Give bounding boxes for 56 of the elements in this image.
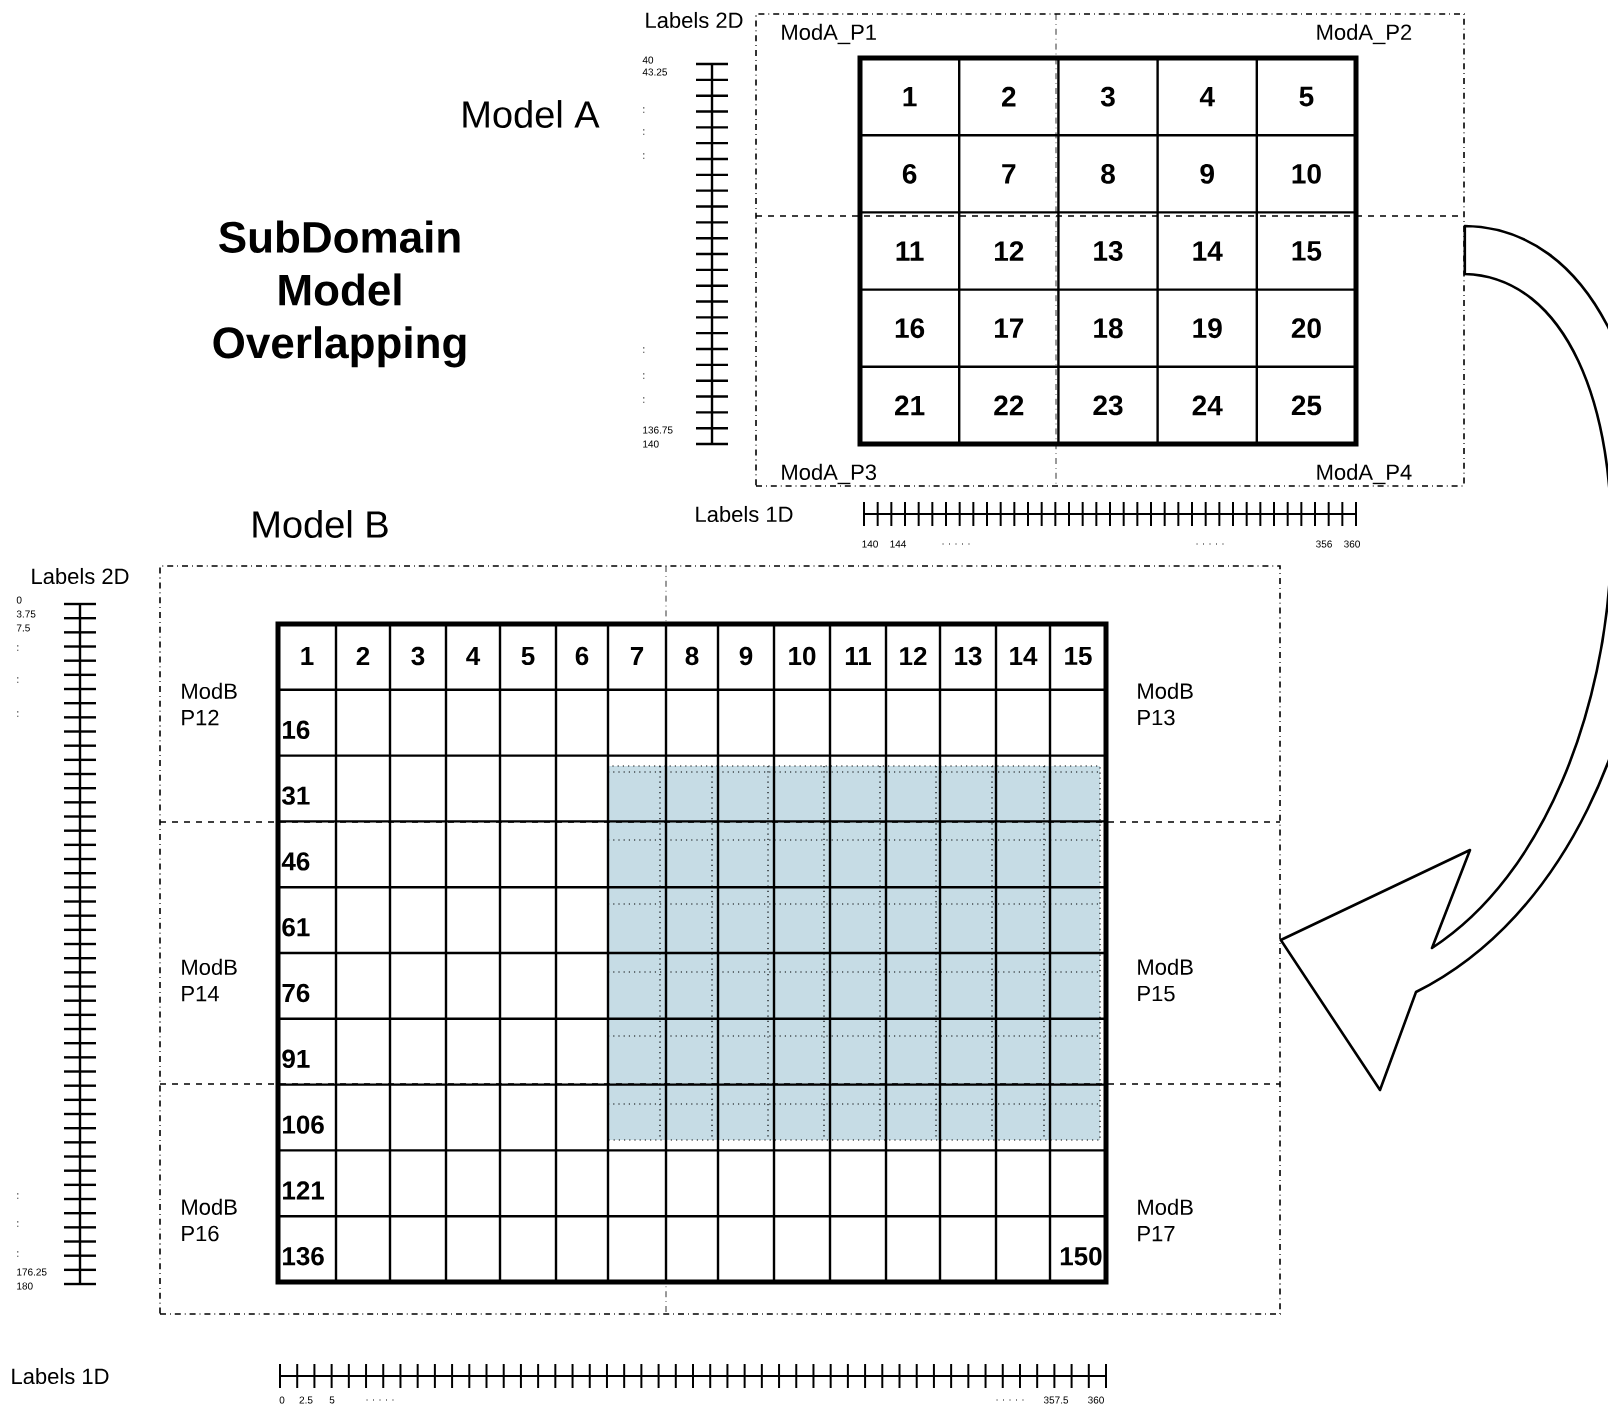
cell-number: 15 [1292,241,1322,261]
cell-number: 8 [685,646,699,666]
cell-number: 6 [575,646,589,666]
cell-number: 9 [739,646,753,666]
cell-number: 4 [466,647,481,665]
cell-number: 10 [789,646,816,666]
cell-number: 23 [1093,395,1123,416]
cell-number: 106 [283,1115,324,1134]
cell-number: 14 [1010,647,1038,665]
cell-number: 18 [1094,318,1123,339]
cell-number: 2 [1002,86,1016,107]
cell-number: 46 [281,852,310,871]
cell-number: 76 [282,983,310,1003]
cell-number: 16 [895,318,925,339]
cell-number: 7 [630,647,644,665]
title: SubDomain Model Overlapping [213,220,466,368]
model-title: Model A [463,100,600,128]
cell-number: 9 [1200,163,1214,184]
cell-number: 91 [282,1049,310,1068]
cell-number: 1 [301,647,314,665]
cell-number: 15 [1065,646,1092,666]
cell-number: 11 [896,241,924,261]
cell-number: 12 [900,646,927,666]
cell-number: 14 [1193,241,1223,261]
axis-label: Labels 2D [32,567,129,585]
cell-number: 6 [902,163,917,184]
axis-label: Labels 1D [12,1367,109,1385]
cell-number: 13 [955,646,982,666]
cell-number: 16 [283,720,310,739]
cell-number: 19 [1193,318,1222,339]
cell-number: 5 [1299,86,1314,107]
cell-number: 10 [1292,163,1321,184]
cell-number: 20 [1291,318,1321,339]
cell-number: 3 [411,646,425,666]
cell-number: 121 [283,1181,325,1200]
cell-number: 4 [1199,87,1215,107]
cell-number: 136 [283,1247,324,1266]
cell-number: 61 [282,918,310,937]
axis-label: Labels 1D [696,505,793,523]
cell-number: 17 [995,318,1024,338]
cell-number: 1 [903,87,917,107]
cell-number: 24 [1192,395,1223,416]
cell-number: 8 [1101,163,1115,184]
curved-arrow [1279,224,1608,1092]
cell-number: 2 [356,646,370,666]
cell-number: 21 [895,395,925,416]
cell-number: 22 [994,395,1024,416]
cell-number: 3 [1100,86,1115,107]
cell-number: 13 [1094,241,1123,261]
cell-number: 11 [845,647,872,665]
cell-number: 31 [282,786,310,805]
cell-number: 7 [1002,164,1016,184]
cell-number: 150 [1060,1247,1102,1266]
cell-number: 25 [1291,395,1322,416]
cell-number: 12 [995,241,1024,261]
cell-number: 5 [521,646,535,666]
